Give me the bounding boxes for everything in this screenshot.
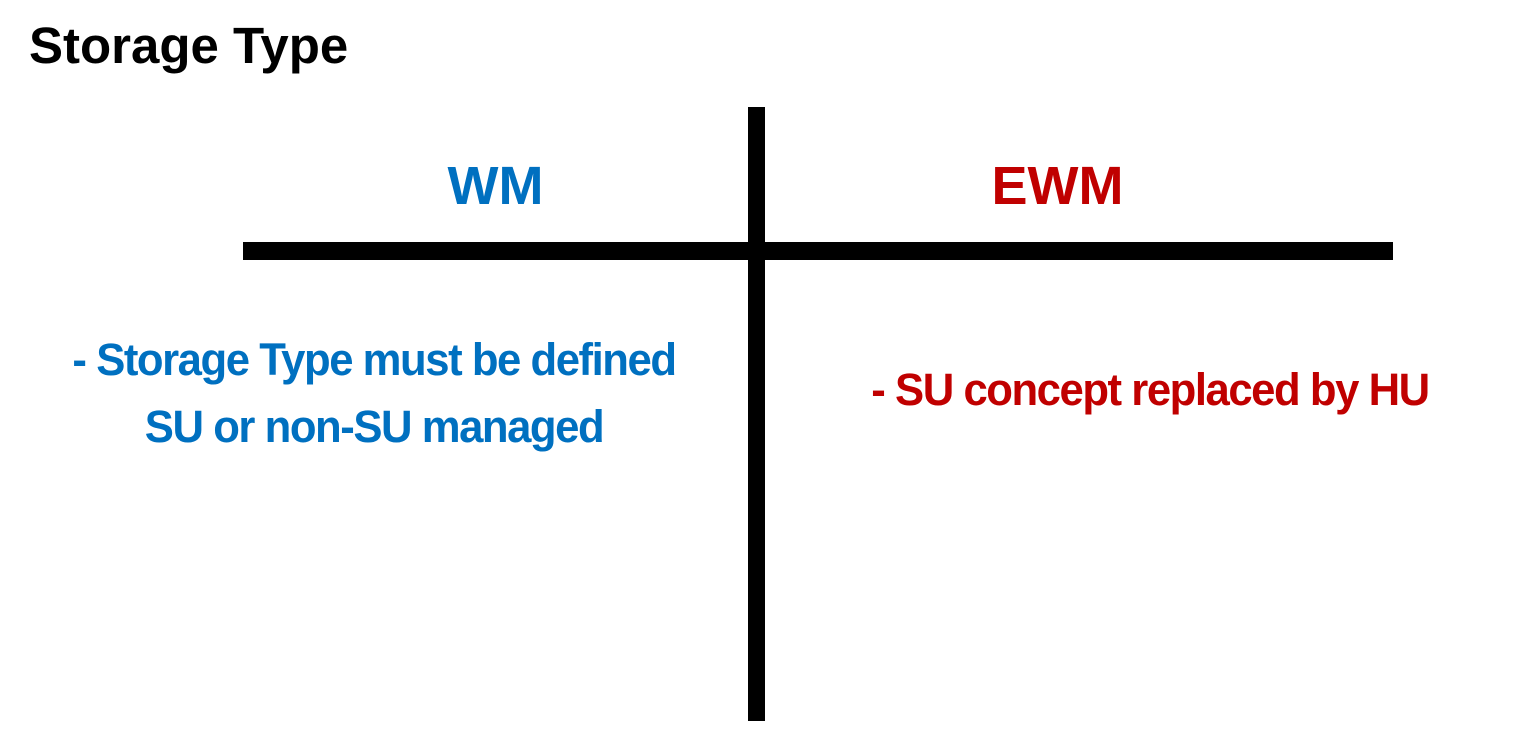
wm-bullet-line-1: - Storage Type must be defined (72, 334, 677, 385)
ewm-column-header: EWM (991, 156, 1124, 216)
wm-bullet-block: - Storage Type must be defined SU or non… (11, 326, 737, 460)
wm-bullet-line-2: SU or non-SU managed (144, 401, 605, 452)
vertical-divider-line (748, 107, 765, 721)
wm-column-header: WM (447, 156, 544, 216)
horizontal-divider-line (243, 242, 1393, 260)
ewm-bullet-line-1: - SU concept replaced by HU (871, 364, 1430, 415)
slide-title: Storage Type (29, 17, 349, 74)
ewm-bullet-block: - SU concept replaced by HU (776, 362, 1525, 417)
